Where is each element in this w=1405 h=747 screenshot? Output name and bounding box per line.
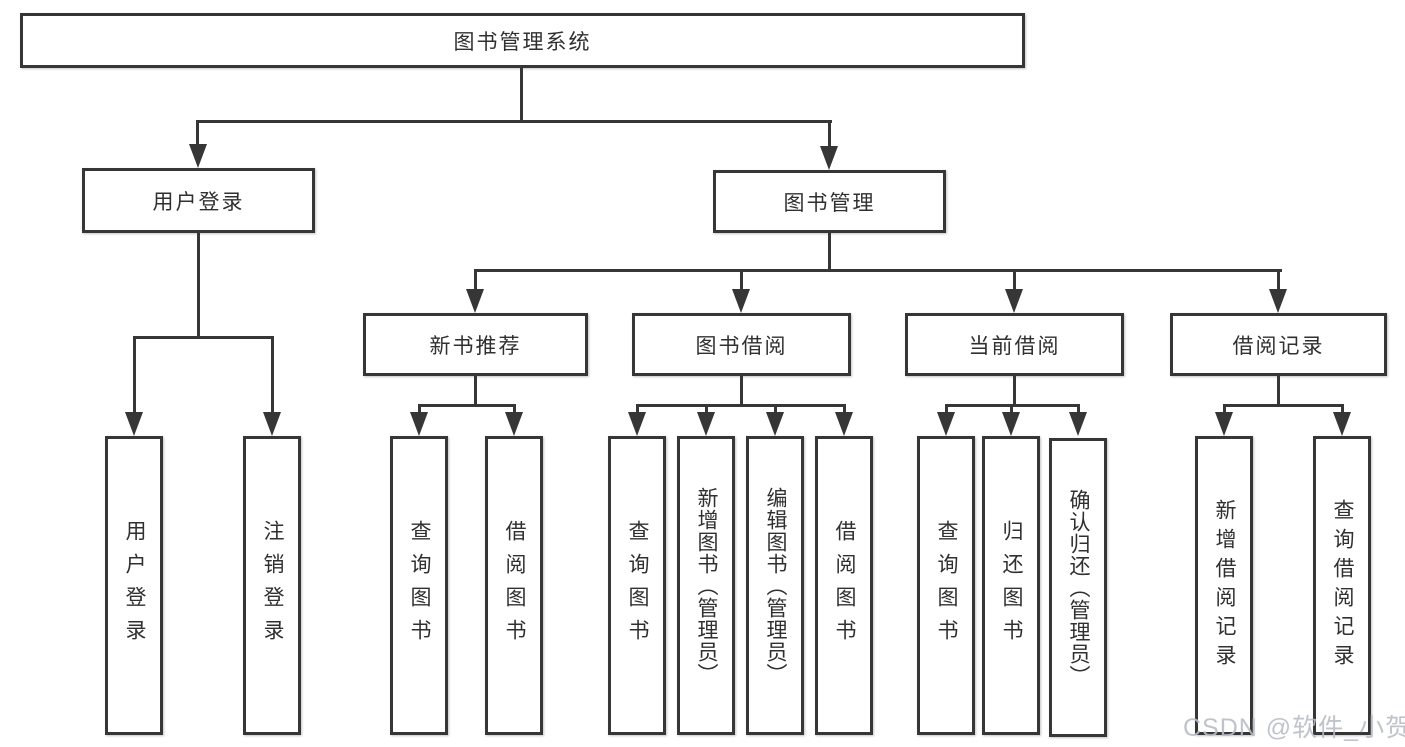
connector-line [133,336,136,414]
node-borrow-record-label: 借阅记录 [1232,334,1325,358]
connector-line [828,120,831,148]
arrowhead-down-icon [1215,412,1233,436]
leaf-cb-query-book-label: 查询图书 [935,519,958,652]
arrowhead-down-icon [125,412,143,436]
leaf-bb-borrow-book: 借阅图书 [815,436,873,735]
leaf-cb-confirm-return: 确认归还（管理员） [1049,438,1107,737]
connector-line [740,376,743,407]
connector-line [828,233,831,272]
node-borrow-record: 借阅记录 [1170,313,1387,376]
connector-line [474,269,1282,272]
connector-line [474,376,477,407]
node-root-label: 图书管理系统 [453,30,592,54]
leaf-rec-query-book-label: 查询图书 [408,519,431,652]
node-root: 图书管理系统 [20,13,1025,68]
connector-line [636,404,639,414]
leaf-bb-edit-book-label: 编辑图书（管理员） [764,486,787,685]
connector-line [418,404,516,407]
arrowhead-down-icon [189,144,207,168]
node-book-management: 图书管理 [713,170,946,233]
leaf-bb-query-book-label: 查询图书 [626,519,649,652]
arrowhead-down-icon [1333,412,1351,436]
arrowhead-down-icon [697,412,715,436]
node-user-login: 用户登录 [82,168,315,233]
node-book-borrow: 图书借阅 [632,313,851,376]
connector-line [636,404,846,407]
leaf-br-add-record: 新增借阅记录 [1195,436,1253,735]
node-current-borrow-label: 当前借阅 [968,334,1061,358]
connector-line [1077,404,1080,414]
leaf-cb-return-book-label: 归还图书 [1000,519,1023,652]
arrowhead-down-icon [263,412,281,436]
connector-line [1010,404,1013,414]
connector-line [196,120,832,123]
connector-line [133,336,274,339]
connector-line [945,404,948,414]
leaf-logout: 注销登录 [243,436,301,735]
connector-line [1277,376,1280,407]
arrowhead-down-icon [410,412,428,436]
node-book-borrow-label: 图书借阅 [695,334,788,358]
leaf-bb-query-book: 查询图书 [608,436,666,735]
node-new-book-recommend: 新书推荐 [363,313,588,376]
arrowhead-down-icon [1069,412,1087,436]
connector-line [774,404,777,414]
connector-line [1013,269,1016,291]
arrowhead-down-icon [732,289,750,313]
connector-line [197,233,200,339]
connector-line [196,120,199,146]
connector-line [1341,404,1344,414]
node-book-management-label: 图书管理 [783,191,876,215]
arrowhead-down-icon [1269,289,1287,313]
connector-line [418,404,421,414]
leaf-user-login-label: 用户登录 [123,519,146,652]
leaf-rec-borrow-book: 借阅图书 [485,436,543,735]
arrowhead-down-icon [628,412,646,436]
arrowhead-down-icon [835,412,853,436]
leaf-user-login: 用户登录 [105,436,163,735]
leaf-bb-borrow-book-label: 借阅图书 [833,519,856,652]
connector-line [705,404,708,414]
arrowhead-down-icon [820,146,838,170]
connector-line [843,404,846,414]
node-user-login-label: 用户登录 [152,190,245,214]
connector-line [740,269,743,291]
leaf-cb-confirm-return-label: 确认归还（管理员） [1067,488,1090,687]
leaf-br-query-record-label: 查询借阅记录 [1331,498,1354,673]
node-current-borrow: 当前借阅 [905,313,1124,376]
leaf-cb-return-book: 归还图书 [982,436,1040,735]
leaf-br-add-record-label: 新增借阅记录 [1213,498,1236,673]
arrowhead-down-icon [766,412,784,436]
arrowhead-down-icon [505,412,523,436]
leaf-rec-query-book: 查询图书 [390,436,448,735]
connector-line [474,269,477,291]
node-new-book-recommend-label: 新书推荐 [429,334,522,358]
leaf-bb-add-book: 新增图书（管理员） [677,436,735,735]
connector-line [1223,404,1344,407]
leaf-bb-edit-book: 编辑图书（管理员） [746,436,804,735]
arrowhead-down-icon [466,289,484,313]
arrowhead-down-icon [1002,412,1020,436]
connector-line [1223,404,1226,414]
connector-line [271,336,274,414]
csdn-watermark: CSDN @软件_小贺同学 [1183,714,1405,742]
connector-line [1277,269,1280,291]
connector-line [513,404,516,414]
leaf-bb-add-book-label: 新增图书（管理员） [695,486,718,685]
leaf-rec-borrow-book-label: 借阅图书 [503,519,526,652]
connector-line [520,68,523,122]
connector-line [1013,376,1016,407]
leaf-cb-query-book: 查询图书 [917,436,975,735]
arrowhead-down-icon [937,412,955,436]
leaf-br-query-record: 查询借阅记录 [1313,436,1371,735]
arrowhead-down-icon [1005,289,1023,313]
leaf-logout-label: 注销登录 [261,519,284,652]
